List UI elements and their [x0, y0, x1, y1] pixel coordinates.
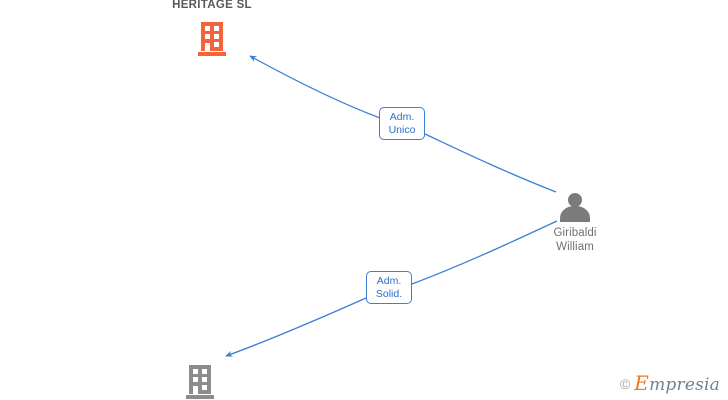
edge-line-adm-solid: [411, 220, 558, 285]
copyright-icon: ©: [619, 375, 631, 392]
building-window: [193, 369, 198, 374]
person-icon-wrap: [515, 193, 635, 222]
edge-label-adm-unico-line1: Adm.: [389, 111, 415, 123]
building-door: [205, 43, 210, 52]
edge-label-adm-unico-line2: Unico: [388, 124, 416, 136]
empresia-logo-capital: E: [634, 371, 650, 395]
building-window: [205, 34, 210, 39]
node-company-bottom[interactable]: [140, 365, 260, 399]
person-head: [568, 193, 582, 207]
empresia-logo-text: Empresia: [634, 373, 720, 394]
node-company-heritage-sl[interactable]: HERITAGE SL: [132, 0, 292, 56]
node-label-heritage-sl: HERITAGE SL: [172, 0, 252, 11]
building-window: [205, 26, 210, 31]
node-person-giribaldi-william[interactable]: Giribaldi William: [515, 193, 635, 254]
building-icon[interactable]: [198, 22, 226, 56]
edge-label-adm-solid[interactable]: Adm. Solid.: [366, 271, 412, 304]
empresia-logo-rest: mpresia: [649, 375, 720, 395]
building-base: [198, 52, 226, 56]
empresia-watermark: © Empresia: [620, 373, 720, 394]
building-window: [202, 377, 207, 382]
building-window: [214, 42, 219, 47]
edge-label-adm-solid-line1: Adm.: [376, 275, 402, 287]
node-label-person-line1: Giribaldi: [553, 227, 597, 239]
edge-line-adm-unico-head: [249, 55, 381, 119]
building-icon[interactable]: [186, 365, 214, 399]
node-label-person-line2: William: [556, 241, 594, 253]
edge-label-adm-unico[interactable]: Adm. Unico: [379, 107, 425, 140]
edge-label-adm-solid-line2: Solid.: [375, 288, 403, 300]
building-window: [214, 34, 219, 39]
building-window: [214, 26, 219, 31]
edge-line-adm-unico: [424, 133, 557, 193]
building-door: [193, 386, 198, 395]
building-window: [202, 369, 207, 374]
building-window: [193, 377, 198, 382]
building-icon-wrap: [132, 12, 292, 56]
building-window: [202, 385, 207, 390]
person-icon[interactable]: [558, 193, 592, 222]
person-torso: [560, 206, 590, 222]
building-base: [186, 395, 214, 399]
building-icon-wrap: [140, 365, 260, 399]
edge-line-adm-solid-head: [225, 297, 367, 357]
